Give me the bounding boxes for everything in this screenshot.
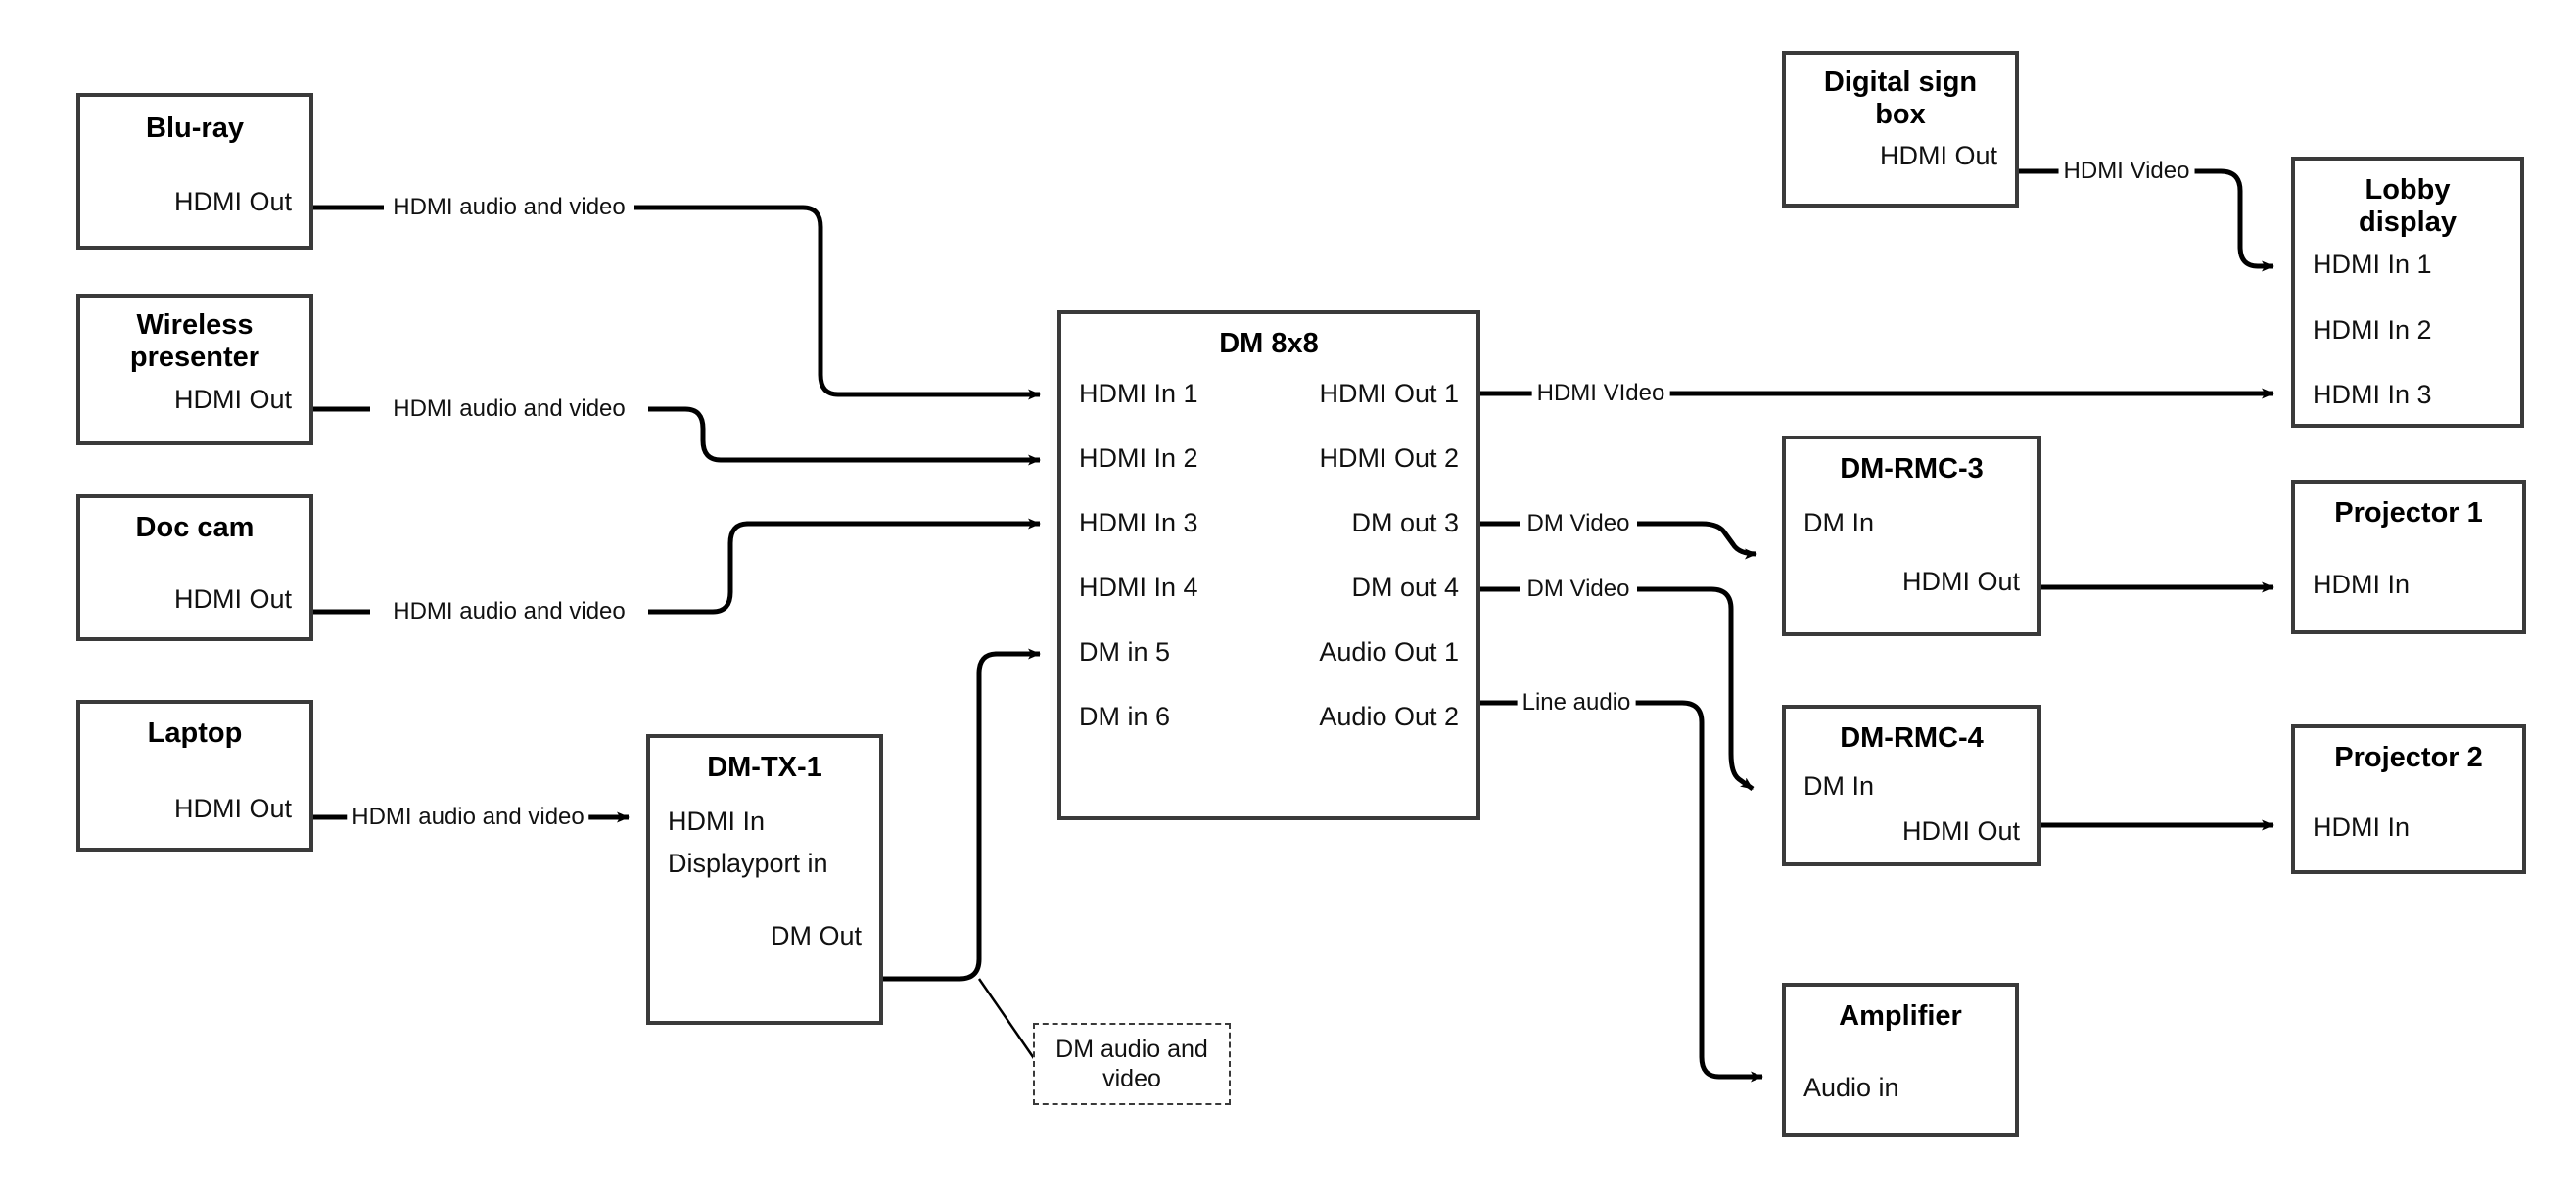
node-wireless-presenter-port-hdmi-out: HDMI Out xyxy=(173,385,292,415)
edge-label-dm-out3-to-rmc3: DM Video xyxy=(1522,512,1635,535)
node-dm-8x8-title: DM 8x8 xyxy=(1219,328,1319,359)
wire-signbox-to-lobby-hdmi-in-1 xyxy=(2019,168,2273,266)
node-bluray-port-hdmi-out: HDMI Out xyxy=(173,187,292,217)
node-digital-sign-box-port-hdmi-out: HDMI Out xyxy=(1879,141,1997,171)
node-doc-cam-title: Doc cam xyxy=(135,512,255,543)
wire-bluray-to-dm-hdmi-in-1 xyxy=(313,205,1040,394)
node-dm-8x8-port-dm-in-5: DM in 5 xyxy=(1079,637,1171,668)
node-lobby-display-title: Lobby display xyxy=(2359,174,2457,239)
node-dm-tx-1-port-displayport-in: Displayport in xyxy=(668,848,828,878)
node-dm-tx-1-title: DM-TX-1 xyxy=(707,752,822,783)
wire-dmtx1-to-dm-in-5 xyxy=(883,648,1041,982)
node-laptop-title: Laptop xyxy=(147,717,243,749)
node-amplifier-port-audio-in: Audio in xyxy=(1803,1073,1899,1103)
node-dm-8x8-port-hdmi-out-2: HDMI Out 2 xyxy=(1319,443,1459,474)
node-digital-sign-box-title: Digital sign box xyxy=(1823,67,1978,131)
node-dm-rmc-3-port-hdmi-out: HDMI Out xyxy=(1901,566,2020,596)
node-dm-8x8-port-hdmi-in-2: HDMI In 2 xyxy=(1079,443,1198,474)
node-laptop-port-hdmi-out: HDMI Out xyxy=(173,794,292,824)
node-dm-rmc-4[interactable]: DM-RMC-4 DM In HDMI Out xyxy=(1782,705,2041,866)
node-doc-cam-port-hdmi-out: HDMI Out xyxy=(173,584,292,615)
node-dm-rmc-4-title: DM-RMC-4 xyxy=(1840,722,1984,754)
edge-label-audio-out1-to-amp: Line audio xyxy=(1517,691,1636,715)
node-projector-2-port-hdmi-in: HDMI In xyxy=(2313,812,2411,843)
node-lobby-display-port-hdmi-in-2: HDMI In 2 xyxy=(2313,314,2432,345)
edge-label-laptop-to-dmtx1: HDMI audio and video xyxy=(347,806,589,829)
node-digital-sign-box[interactable]: Digital sign box HDMI Out xyxy=(1782,51,2019,208)
node-wireless-presenter[interactable]: Wireless presenter HDMI Out xyxy=(76,294,313,445)
node-dm-8x8-port-hdmi-in-3: HDMI In 3 xyxy=(1079,508,1198,538)
node-dm-8x8[interactable]: DM 8x8 HDMI In 1 HDMI In 2 HDMI In 3 HDM… xyxy=(1057,310,1480,820)
node-projector-2-title: Projector 2 xyxy=(2334,742,2483,773)
node-lobby-display-port-hdmi-in-1: HDMI In 1 xyxy=(2313,250,2432,280)
node-dm-rmc-3-title: DM-RMC-3 xyxy=(1840,453,1984,485)
node-dm-tx-1[interactable]: DM-TX-1 HDMI In Displayport in DM Out xyxy=(646,734,883,1025)
node-dm-tx-1-port-dm-out: DM Out xyxy=(770,921,862,951)
node-lobby-display[interactable]: Lobby display HDMI In 1 HDMI In 2 HDMI I… xyxy=(2291,157,2524,428)
node-dm-8x8-port-audio-out-2: Audio Out 2 xyxy=(1319,702,1459,732)
wire-audio-out-1-to-amplifier xyxy=(1480,700,1762,1077)
node-projector-1-title: Projector 1 xyxy=(2334,497,2483,529)
node-bluray[interactable]: Blu-ray HDMI Out xyxy=(76,93,313,250)
edge-label-wireless-to-dm: HDMI audio and video xyxy=(388,397,631,421)
node-amplifier[interactable]: Amplifier Audio in xyxy=(1782,983,2019,1137)
node-dm-8x8-port-dm-out-3: DM out 3 xyxy=(1351,508,1459,538)
node-dm-8x8-port-hdmi-in-1: HDMI In 1 xyxy=(1079,379,1198,409)
callout-dm-audio-and-video: DM audio and video xyxy=(1033,1023,1231,1105)
node-dm-rmc-3[interactable]: DM-RMC-3 DM In HDMI Out xyxy=(1782,436,2041,636)
node-dm-rmc-3-port-dm-in: DM In xyxy=(1803,508,1875,538)
node-amplifier-title: Amplifier xyxy=(1839,1000,1962,1032)
node-projector-1[interactable]: Projector 1 HDMI In xyxy=(2291,480,2526,634)
edge-label-doccam-to-dm: HDMI audio and video xyxy=(388,600,631,624)
node-dm-rmc-4-port-dm-in: DM In xyxy=(1803,771,1875,802)
callout-leader-line xyxy=(977,978,1042,1068)
node-dm-rmc-4-port-hdmi-out: HDMI Out xyxy=(1901,815,2020,846)
node-bluray-title: Blu-ray xyxy=(146,113,244,144)
edge-label-bluray-to-dm: HDMI audio and video xyxy=(388,196,631,219)
node-dm-8x8-port-dm-in-6: DM in 6 xyxy=(1079,702,1171,732)
node-dm-8x8-port-audio-out-1: Audio Out 1 xyxy=(1319,637,1459,668)
edge-label-dm-out1-to-lobby: HDMI VIdeo xyxy=(1531,382,1670,405)
node-dm-8x8-port-hdmi-in-4: HDMI In 4 xyxy=(1079,573,1198,603)
node-doc-cam[interactable]: Doc cam HDMI Out xyxy=(76,494,313,641)
node-dm-8x8-port-dm-out-4: DM out 4 xyxy=(1351,573,1459,603)
node-projector-1-port-hdmi-in: HDMI In xyxy=(2313,570,2411,600)
edge-label-signbox-to-lobby: HDMI Video xyxy=(2058,160,2195,183)
node-wireless-presenter-title: Wireless presenter xyxy=(129,309,260,374)
node-dm-8x8-port-hdmi-out-1: HDMI Out 1 xyxy=(1319,379,1459,409)
node-laptop[interactable]: Laptop HDMI Out xyxy=(76,700,313,852)
edge-label-dm-out4-to-rmc4: DM Video xyxy=(1522,577,1635,601)
node-lobby-display-port-hdmi-in-3: HDMI In 3 xyxy=(2313,380,2432,410)
node-dm-tx-1-port-hdmi-in: HDMI In xyxy=(668,807,766,837)
node-projector-2[interactable]: Projector 2 HDMI In xyxy=(2291,724,2526,874)
